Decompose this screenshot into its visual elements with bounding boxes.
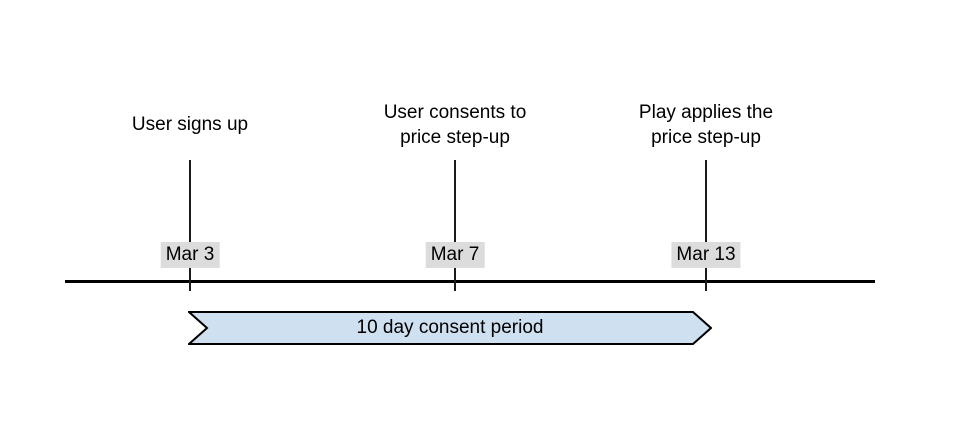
event-caption-signup: User signs up: [132, 112, 248, 137]
event-caption-line: price step-up: [400, 127, 510, 148]
event-caption-consent: User consents to price step-up: [384, 100, 527, 150]
banner-arrow-shape: [188, 311, 712, 345]
event-caption-line: User signs up: [131, 114, 249, 135]
event-tick-consent: [454, 160, 456, 291]
event-caption-line: User consents to: [383, 102, 527, 123]
event-tick-apply: [705, 160, 707, 291]
consent-period-banner: 10 day consent period: [188, 311, 712, 345]
event-caption-line: Play applies the: [638, 102, 774, 123]
event-caption-line: price step-up: [651, 127, 761, 148]
event-caption-apply: Play applies the price step-up: [639, 100, 773, 150]
event-date-chip-signup: Mar 3: [160, 242, 220, 268]
event-date-chip-consent: Mar 7: [425, 242, 485, 268]
timeline-axis: [65, 280, 875, 283]
event-date-chip-apply: Mar 13: [671, 242, 741, 268]
event-tick-signup: [189, 160, 191, 291]
